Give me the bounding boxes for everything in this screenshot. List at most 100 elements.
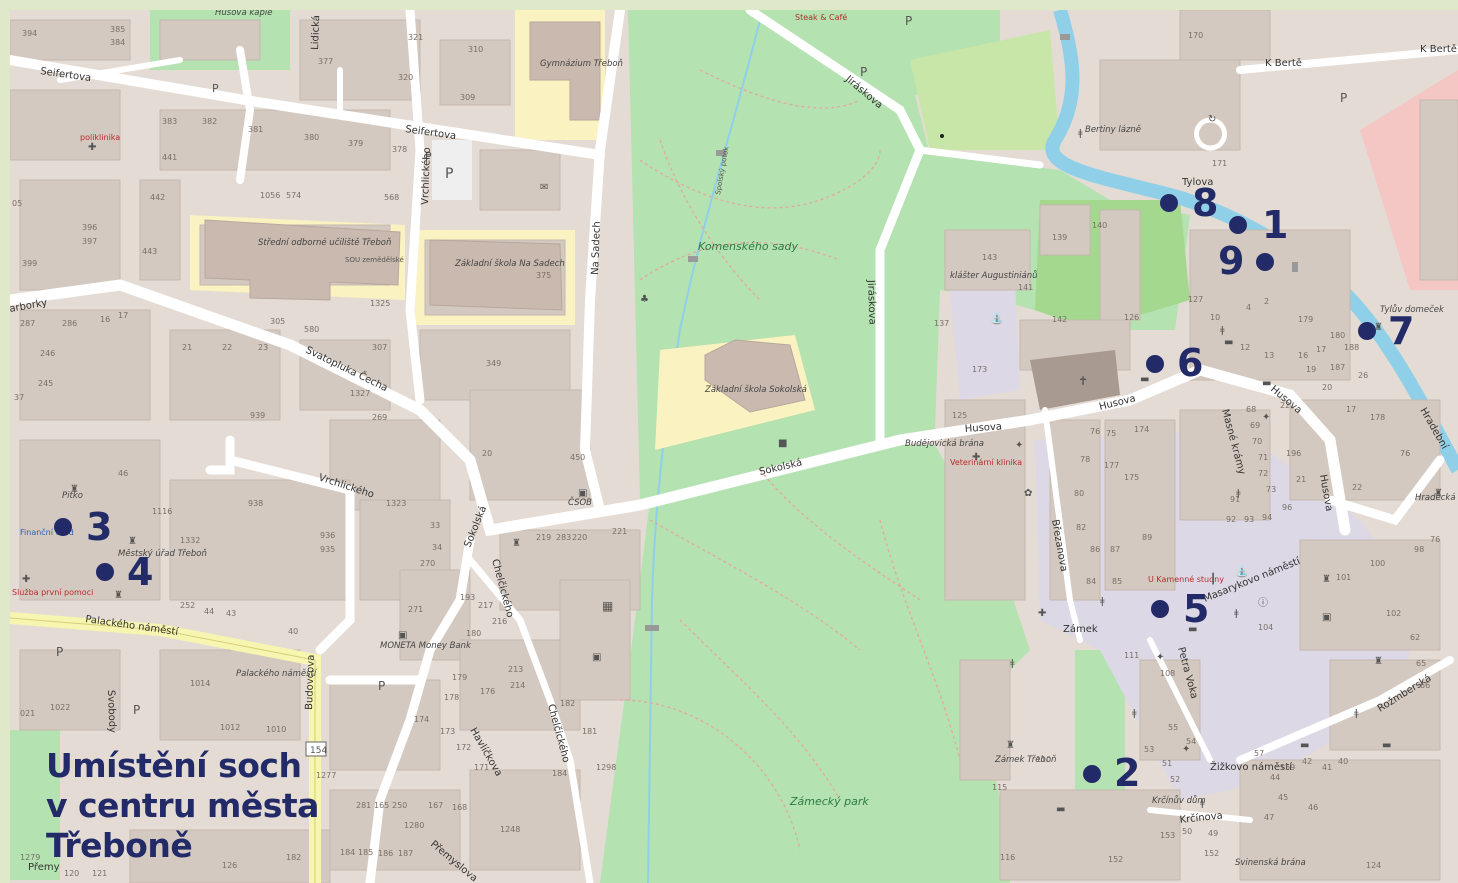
- street-lidicka: Lidická: [309, 15, 322, 50]
- svg-text:▣: ▣: [398, 630, 407, 641]
- svg-text:184: 184: [552, 769, 567, 778]
- svg-text:22: 22: [1280, 401, 1290, 410]
- svg-text:16: 16: [100, 315, 110, 324]
- svg-text:✚: ✚: [88, 142, 96, 153]
- svg-text:187: 187: [1330, 363, 1345, 372]
- marker-label-9: 9: [1218, 239, 1244, 283]
- svg-text:82: 82: [1076, 523, 1086, 532]
- svg-text:171: 171: [1212, 159, 1227, 168]
- svg-text:91: 91: [1230, 495, 1240, 504]
- svg-text:✝: ✝: [1078, 374, 1088, 388]
- svg-text:P: P: [905, 14, 912, 28]
- label-komenskeho: Komenského sady: [698, 240, 799, 253]
- svg-text:1279: 1279: [20, 853, 40, 862]
- klaster-court: [950, 280, 1020, 400]
- svg-text:184: 184: [340, 848, 355, 857]
- svg-text:37: 37: [14, 393, 24, 402]
- park-north: [910, 30, 1060, 150]
- svg-text:10: 10: [1210, 313, 1220, 322]
- svg-text:110: 110: [1036, 755, 1051, 764]
- svg-text:76: 76: [1430, 535, 1440, 544]
- svg-text:87: 87: [1110, 545, 1120, 554]
- street-svobody: Svobody: [105, 690, 118, 734]
- svg-text:♜: ♜: [1374, 656, 1383, 667]
- svg-text:✦: ✦: [1262, 412, 1270, 423]
- statue-markers: 1 2 3 4 5 6 7 8 9: [54, 181, 1414, 795]
- svg-text:287: 287: [20, 319, 35, 328]
- church: [1030, 350, 1120, 410]
- svg-text:ǂ: ǂ: [1200, 798, 1205, 809]
- svg-text:⛲: ⛲: [1235, 565, 1249, 578]
- svg-text:P: P: [445, 166, 453, 182]
- label-svinenska: Svinenská brána: [1235, 858, 1306, 868]
- svg-text:220: 220: [572, 533, 587, 542]
- map-canvas[interactable]: 154 P P P P P P P P P Seifertova Seifert…: [10, 10, 1458, 883]
- svg-text:23: 23: [258, 343, 268, 352]
- svg-text:♜: ♜: [1322, 574, 1331, 585]
- svg-text:399: 399: [22, 259, 37, 268]
- svg-text:196: 196: [1286, 449, 1301, 458]
- svg-text:1298: 1298: [596, 763, 616, 772]
- svg-text:167: 167: [428, 801, 443, 810]
- park-zamecky: [600, 445, 1030, 883]
- svg-text:381: 381: [248, 125, 263, 134]
- svg-text:574: 574: [286, 191, 301, 200]
- svg-text:76: 76: [1400, 449, 1410, 458]
- svg-text:55: 55: [1168, 723, 1178, 732]
- svg-text:1116: 1116: [152, 507, 172, 516]
- svg-text:45: 45: [1278, 793, 1288, 802]
- svg-text:52: 52: [1170, 775, 1180, 784]
- svg-text:♜: ♜: [512, 538, 521, 549]
- svg-text:185: 185: [358, 848, 373, 857]
- svg-text:P: P: [1340, 91, 1347, 105]
- svg-text:ǂ: ǂ: [1354, 708, 1359, 719]
- svg-text:936: 936: [320, 531, 335, 540]
- label-gymnazium: Gymnázium Třeboň: [540, 59, 623, 69]
- roads: [10, 10, 1458, 883]
- svg-text:76: 76: [1090, 427, 1100, 436]
- svg-text:▣: ▣: [592, 652, 601, 663]
- svg-text:152: 152: [1108, 855, 1123, 864]
- svg-text:168: 168: [452, 803, 467, 812]
- svg-text:1022: 1022: [50, 703, 70, 712]
- svg-text:179: 179: [1298, 315, 1313, 324]
- svg-text:171: 171: [474, 763, 489, 772]
- svg-text:51: 51: [1162, 759, 1172, 768]
- svg-text:1010: 1010: [266, 725, 286, 734]
- marker-3: 3: [54, 505, 112, 549]
- label-zamek-trebon: Zámek Třeboň: [994, 755, 1056, 765]
- svg-text:127: 127: [1188, 295, 1203, 304]
- svg-text:♜: ♜: [114, 590, 123, 601]
- marker-5: 5: [1151, 587, 1209, 631]
- svg-text:▬: ▬: [1224, 337, 1233, 348]
- svg-text:321: 321: [408, 33, 423, 42]
- svg-text:252: 252: [180, 601, 195, 610]
- svg-text:86: 86: [1090, 545, 1100, 554]
- svg-text:42: 42: [1302, 757, 1312, 766]
- svg-text:116: 116: [1000, 853, 1015, 862]
- svg-text:41: 41: [1322, 763, 1332, 772]
- marker-label-1: 1: [1262, 203, 1288, 247]
- bridges: [645, 34, 1298, 631]
- svg-text:154: 154: [310, 746, 327, 756]
- street-na-sadech: Na Sadech: [590, 221, 603, 275]
- svg-text:170: 170: [1188, 31, 1203, 40]
- svg-text:ǂ: ǂ: [1234, 608, 1239, 619]
- park-sw: [10, 730, 60, 880]
- label-kamenne: U Kamenné studny: [1148, 574, 1224, 584]
- svg-text:186: 186: [378, 849, 393, 858]
- svg-text:47: 47: [1264, 813, 1274, 822]
- marker-label-5: 5: [1183, 587, 1209, 631]
- label-financni: Finanční úřad: [20, 527, 74, 537]
- svg-text:57: 57: [1254, 749, 1264, 758]
- svg-text:54: 54: [1186, 737, 1196, 746]
- label-veterinarni: Veterinární klinika: [950, 458, 1022, 467]
- svg-text:84: 84: [1086, 577, 1096, 586]
- svg-text:49: 49: [1208, 829, 1218, 838]
- street-premy: Přemy: [28, 861, 60, 873]
- label-husova-kaple: Husova kaple: [215, 10, 272, 18]
- street-budovcova: Budovcova: [304, 655, 317, 711]
- svg-text:1277: 1277: [316, 771, 336, 780]
- svg-text:✿: ✿: [1024, 488, 1032, 499]
